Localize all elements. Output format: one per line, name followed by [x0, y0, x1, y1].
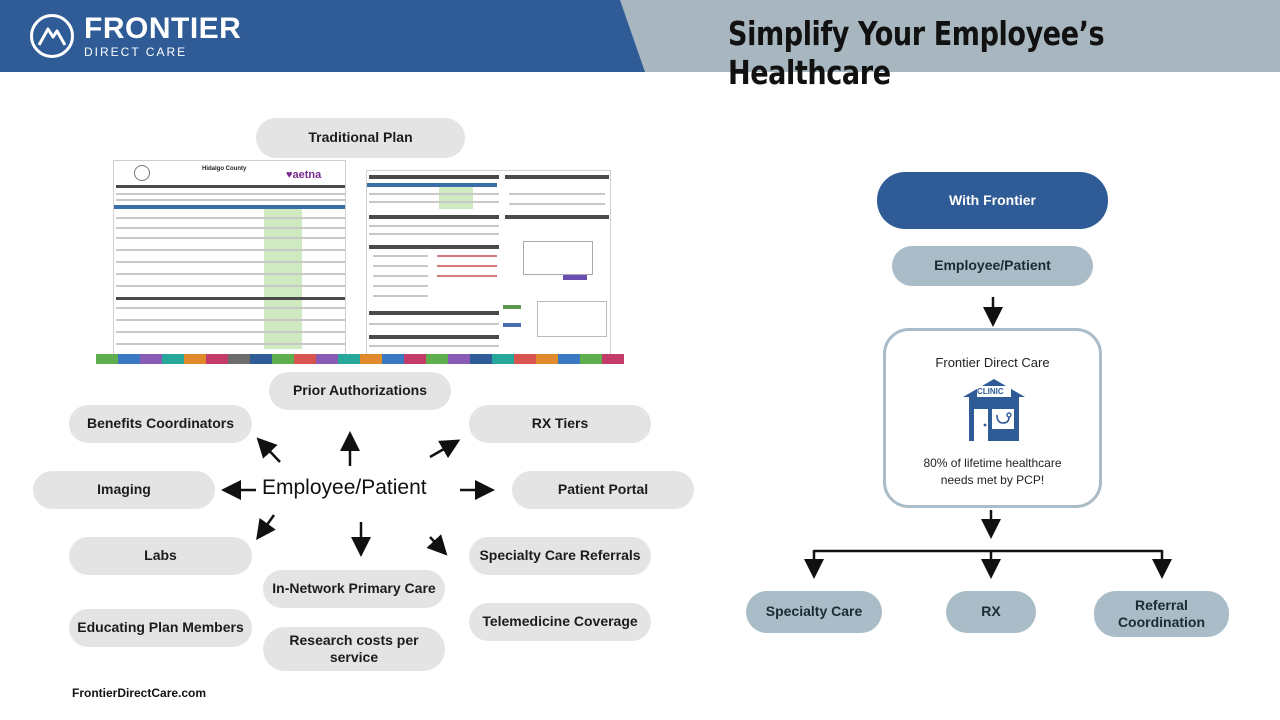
brand-sub: DIRECT CARE	[84, 45, 188, 59]
outcome-rx: RX	[946, 591, 1036, 633]
box-title: Frontier Direct Care	[935, 355, 1050, 370]
aetna-logo: ♥aetna	[286, 169, 322, 181]
mountain-logo-icon	[30, 14, 74, 58]
arrow-down-left	[256, 514, 276, 541]
frontier-patient-pill: Employee/Patient	[892, 246, 1093, 286]
rate-sheet-thumbnail	[366, 170, 611, 355]
brand-logo[interactable]: FRONTIER DIRECT CARE	[30, 14, 241, 58]
doc-county-title: Hidalgo County	[202, 166, 247, 172]
clinic-sign: CLINIC	[977, 387, 1004, 396]
county-seal-icon	[134, 165, 150, 181]
arrow-up-right	[429, 439, 461, 459]
outcome-specialty-care: Specialty Care	[746, 591, 882, 633]
benefits-coordinators-pill: Benefits Coordinators	[69, 405, 252, 443]
footer-url[interactable]: FrontierDirectCare.com	[72, 686, 207, 700]
in-network-primary-care-pill: In-Network Primary Care	[263, 570, 445, 608]
educating-plan-members-pill: Educating Plan Members	[69, 609, 252, 647]
header-brand-panel	[0, 0, 645, 72]
color-strip	[96, 354, 624, 364]
patient-portal-pill: Patient Portal	[512, 471, 694, 509]
labs-pill: Labs	[69, 537, 252, 575]
traditional-plan-label: Traditional Plan	[256, 118, 465, 158]
rx-tiers-pill: RX Tiers	[469, 405, 651, 443]
specialty-care-referrals-pill: Specialty Care Referrals	[469, 537, 651, 575]
research-costs-pill: Research costs per service	[263, 627, 445, 671]
frontier-direct-care-box: Frontier Direct Care CLINIC 80% of lifet…	[883, 328, 1102, 508]
telemedicine-coverage-pill: Telemedicine Coverage	[469, 603, 651, 641]
arrow-down-right	[426, 534, 448, 556]
imaging-pill: Imaging	[33, 471, 215, 509]
arrow-up-left	[256, 437, 281, 463]
benefits-document-thumbnail: Hidalgo County ♥aetna	[113, 160, 346, 355]
clinic-icon	[963, 379, 1025, 441]
brand-name: FRONTIER	[84, 12, 242, 45]
with-frontier-label: With Frontier	[877, 172, 1108, 229]
page-headline: Simplify Your Employee’s Healthcare	[728, 14, 1105, 92]
traditional-center-label: Employee/Patient	[262, 476, 427, 499]
prior-authorizations-pill: Prior Authorizations	[269, 372, 451, 410]
outcome-referral-coordination: Referral Coordination	[1094, 591, 1229, 637]
box-caption: 80% of lifetime healthcare needs met by …	[923, 456, 1062, 488]
